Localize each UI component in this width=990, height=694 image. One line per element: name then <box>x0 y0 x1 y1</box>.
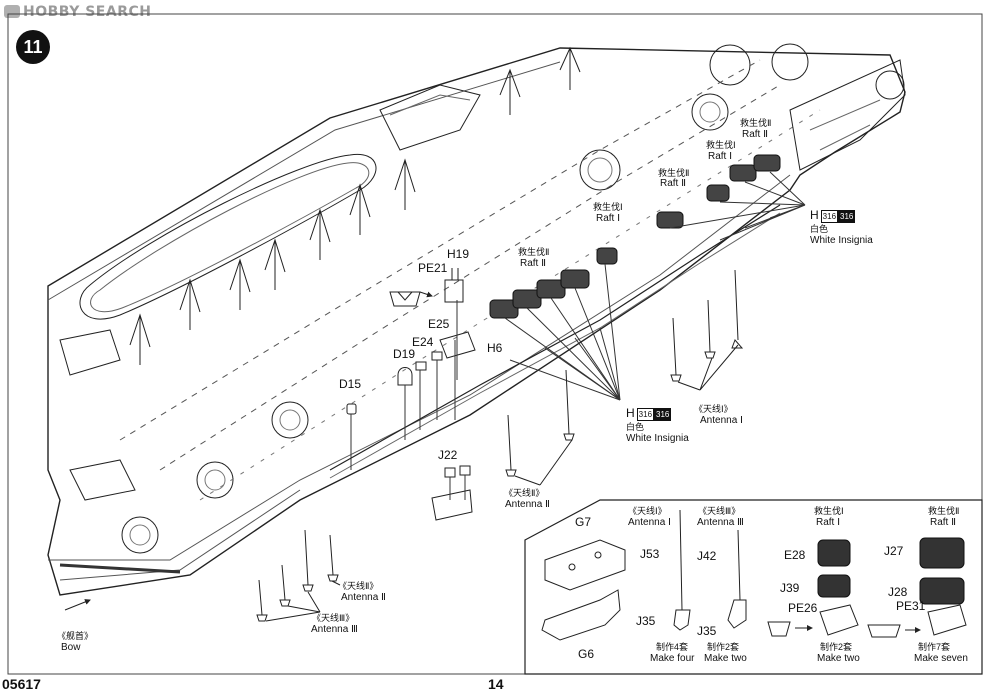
make-four-cn: 制作4套 <box>656 642 689 652</box>
paint-cn-right: 白色 <box>810 224 829 234</box>
part-label-j35-a: J35 <box>636 614 656 628</box>
part-label-j28: J28 <box>888 585 908 599</box>
part-label-d15: D15 <box>339 377 362 391</box>
make-two-en-b: Make two <box>817 653 860 664</box>
inset-raft1-cn: 救生伐Ⅰ <box>814 506 844 516</box>
raft1b-en-label: Raft Ⅰ <box>708 151 733 162</box>
part-label-j53: J53 <box>640 547 660 561</box>
antenna2b-cn-label: 《天线Ⅱ》 <box>338 581 379 591</box>
step-number-badge: 11 <box>16 30 50 64</box>
part-label-e25: E25 <box>428 317 450 331</box>
raft1b-cn-label: 救生伐Ⅰ <box>706 140 736 150</box>
raft2b-en-label: Raft Ⅱ <box>660 178 687 189</box>
make-four-en: Make four <box>650 653 695 664</box>
inset-antenna1-cn: 《天线Ⅰ》 <box>628 506 667 516</box>
make-two-cn-b: 制作2套 <box>820 642 853 652</box>
part-label-e28: E28 <box>784 548 806 562</box>
part-label-pe31: PE31 <box>896 599 926 613</box>
paint-en-right: White Insignia <box>810 235 873 246</box>
page-number: 14 <box>488 676 504 692</box>
small-parts <box>346 268 476 521</box>
make-two-cn-a: 制作2套 <box>707 642 740 652</box>
part-label-d19: D19 <box>393 347 416 361</box>
inset-raft2-en: Raft Ⅱ <box>930 517 957 528</box>
product-code: 05617 <box>2 676 41 692</box>
make-two-en-a: Make two <box>704 653 747 664</box>
antenna3-cn-label: 《天线Ⅲ》 <box>312 613 355 623</box>
flight-deck-outline <box>47 47 906 596</box>
raft2b-cn-label: 救生伐Ⅱ <box>658 168 690 178</box>
bow-en-label: Bow <box>61 642 81 653</box>
inset-detail-box <box>524 499 983 675</box>
part-label-g6: G6 <box>578 647 595 661</box>
page-frame <box>7 13 983 675</box>
part-label-j22: J22 <box>438 448 458 462</box>
bow-cn-label: 《舰首》 <box>57 631 94 641</box>
part-label-h19: H19 <box>447 247 470 261</box>
antenna1-en-label: Antenna Ⅰ <box>700 415 743 426</box>
inset-antenna1-en: Antenna Ⅰ <box>628 517 671 528</box>
antenna3-en-label: Antenna Ⅲ <box>311 624 358 635</box>
antenna1-cn-label: 《天线Ⅰ》 <box>694 404 733 414</box>
part-label-h6: H6 <box>487 341 503 355</box>
inset-raft1-en: Raft Ⅰ <box>816 517 841 528</box>
part-label-j35-b: J35 <box>697 624 717 638</box>
make-seven-cn: 制作7套 <box>918 642 951 652</box>
antenna2-cn-label: 《天线Ⅱ》 <box>504 488 545 498</box>
part-label-j42: J42 <box>697 549 717 563</box>
raft2-cn-label: 救生伐Ⅱ <box>518 247 550 257</box>
raft1-en-label: Raft Ⅰ <box>596 213 621 224</box>
inset-raft2-cn: 救生伐Ⅱ <box>928 506 960 516</box>
raft1-cn-label: 救生伐Ⅰ <box>593 202 623 212</box>
part-label-g7: G7 <box>575 515 592 529</box>
part-label-j39: J39 <box>780 581 800 595</box>
part-label-pe21: PE21 <box>418 261 448 275</box>
inset-antenna3-en: Antenna Ⅲ <box>697 517 744 528</box>
raft2c-en-label: Raft Ⅱ <box>742 129 769 140</box>
raft2-en-label: Raft Ⅱ <box>520 258 547 269</box>
antenna-masts <box>256 269 744 622</box>
antenna2-en-label: Antenna Ⅱ <box>505 499 550 510</box>
part-label-pe26: PE26 <box>788 601 818 615</box>
make-seven-en: Make seven <box>914 653 968 664</box>
raft2c-cn-label: 救生伐Ⅱ <box>740 118 772 128</box>
antenna2b-en-label: Antenna Ⅱ <box>341 592 386 603</box>
raft-groups-main <box>489 154 781 319</box>
paint-cn-center: 白色 <box>626 422 645 432</box>
part-label-e24: E24 <box>412 335 434 349</box>
paint-en-center: White Insignia <box>626 433 689 444</box>
part-label-j27: J27 <box>884 544 904 558</box>
inset-antenna3-cn: 《天线Ⅲ》 <box>698 506 741 516</box>
